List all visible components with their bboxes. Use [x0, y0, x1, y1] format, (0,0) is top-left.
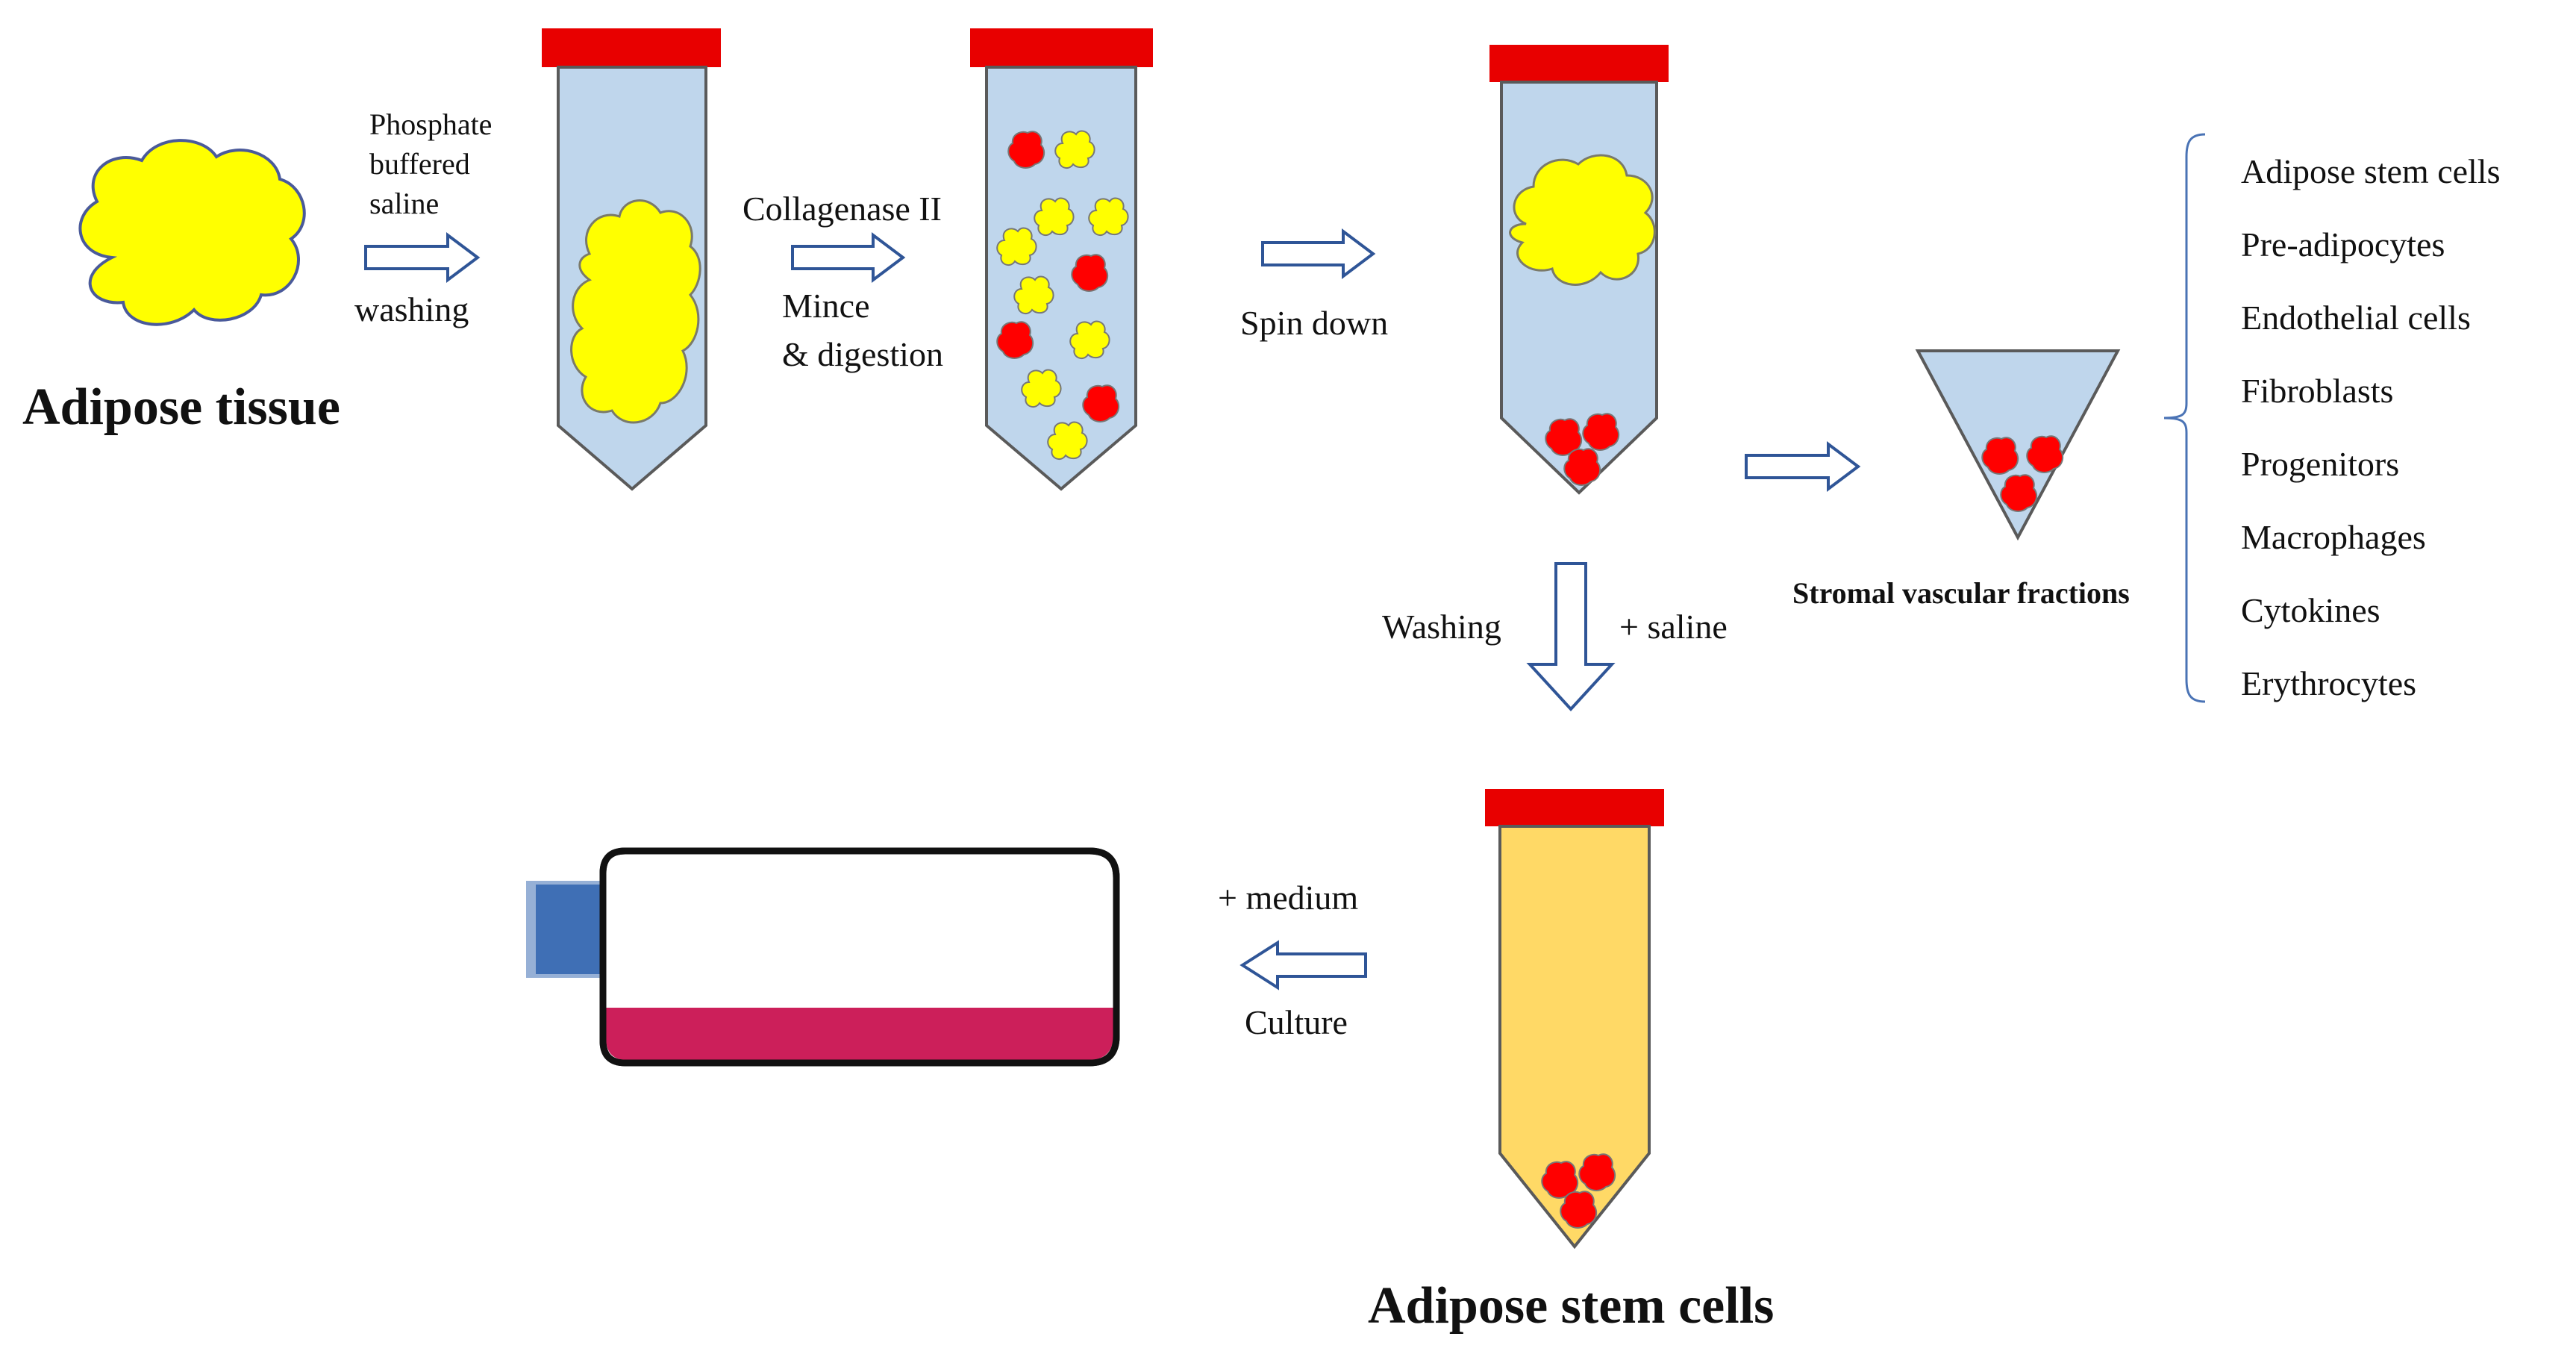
right-arrow-icon	[791, 232, 906, 283]
tube-stem-cells	[1485, 789, 1664, 1250]
digestion-label: & digestion	[782, 335, 943, 373]
washing-cap-label: Washing	[1382, 608, 1501, 646]
list-item: Progenitors	[2241, 445, 2399, 483]
pbs-label-line3: saline	[369, 187, 439, 220]
right-arrow-icon	[364, 232, 481, 283]
left-arrow-icon	[1239, 940, 1367, 991]
list-item: Adipose stem cells	[2241, 152, 2501, 190]
washing-label: washing	[354, 290, 469, 328]
svf-label: Stromal vascular fractions	[1792, 576, 2130, 610]
list-item: Fibroblasts	[2241, 372, 2393, 410]
list-item: Cytokines	[2241, 591, 2380, 629]
spin-down-label: Spin down	[1240, 304, 1388, 342]
svf-component-list: Adipose stem cells Pre-adipocytes Endoth…	[2241, 152, 2501, 702]
adipose-tissue-title: Adipose tissue	[22, 378, 340, 436]
culture-label: Culture	[1245, 1003, 1348, 1041]
pbs-label-line2: buffered	[369, 147, 470, 181]
svf-cone	[1915, 349, 2121, 541]
tube-digestion	[970, 28, 1153, 491]
saline-label: + saline	[1619, 608, 1728, 646]
mince-label: Mince	[782, 287, 870, 325]
medium-label: + medium	[1218, 879, 1358, 917]
list-item: Pre-adipocytes	[2241, 225, 2445, 263]
list-item: Endothelial cells	[2241, 299, 2471, 337]
list-item: Macrophages	[2241, 518, 2426, 556]
pbs-label-line1: Phosphate	[369, 107, 492, 141]
adipose-stem-cells-title: Adipose stem cells	[1368, 1277, 1774, 1335]
adipose-tissue-blob	[78, 139, 306, 326]
tube-pbs	[542, 28, 721, 491]
collagenase-label: Collagenase II	[743, 190, 942, 228]
culture-flask	[526, 847, 1120, 1067]
down-arrow-icon	[1526, 562, 1616, 711]
tube-spin-down	[1489, 45, 1669, 495]
svf-bracket	[2163, 133, 2206, 703]
list-item: Erythrocytes	[2241, 664, 2416, 702]
right-arrow-icon	[1745, 441, 1861, 492]
right-arrow-icon	[1261, 228, 1376, 279]
